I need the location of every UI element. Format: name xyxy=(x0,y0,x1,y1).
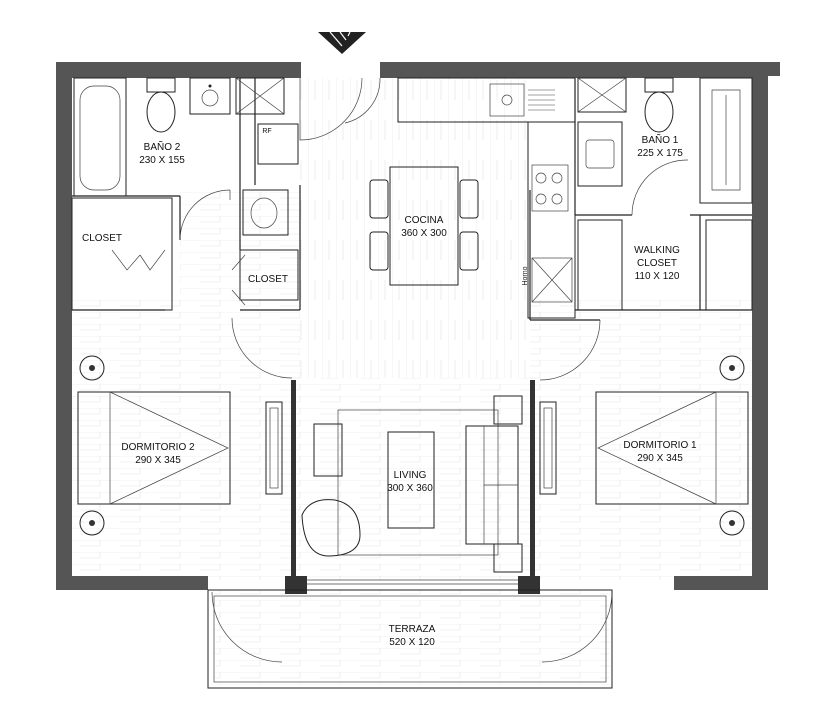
washer xyxy=(242,189,289,236)
terrace-railing xyxy=(207,579,613,689)
walking-closet-shelves xyxy=(577,219,753,311)
fridge xyxy=(257,123,299,165)
fridge-label: RF xyxy=(262,128,271,135)
cocina-size: 360 X 300 xyxy=(401,228,447,239)
entrance-marker xyxy=(318,32,366,54)
bano2-name: BAÑO 2 xyxy=(144,140,181,153)
sofa xyxy=(465,395,523,573)
living-rug xyxy=(337,409,499,556)
terraza-name: TERRAZA xyxy=(389,624,436,635)
dormitorio2-size: 290 X 345 xyxy=(135,455,181,466)
closet-left-name: CLOSET xyxy=(82,233,122,244)
dormitorio1-name: DORMITORIO 1 xyxy=(623,440,697,451)
side-table xyxy=(313,423,343,477)
bed-dormitorio1 xyxy=(595,355,749,536)
closet-left xyxy=(71,197,173,311)
toilet-bano2 xyxy=(146,77,176,133)
bano1-size: 225 X 175 xyxy=(637,148,683,159)
bano1-name: BAÑO 1 xyxy=(642,133,679,146)
closet-mid-name: CLOSET xyxy=(248,274,288,285)
bathtub xyxy=(73,77,127,197)
cocina-name: COCINA xyxy=(405,215,444,226)
terraza-size: 520 X 120 xyxy=(389,637,435,648)
oven xyxy=(531,257,573,303)
shaft-bano1 xyxy=(577,77,627,113)
sink-bano1 xyxy=(577,121,623,187)
toilet-bano1 xyxy=(644,77,674,133)
walking-name2: CLOSET xyxy=(637,258,677,269)
closet-mid xyxy=(231,249,299,306)
coffee-table xyxy=(387,431,435,529)
cooktop xyxy=(531,164,569,212)
tv-panel-right xyxy=(539,401,557,495)
dining-table xyxy=(369,166,479,286)
oven-label: Horno xyxy=(522,266,529,285)
living-size: 300 X 360 xyxy=(387,483,433,494)
walking-name: WALKING xyxy=(634,245,680,256)
kitchen-counter xyxy=(397,77,576,319)
exterior-walls xyxy=(56,62,780,594)
sink-bano2 xyxy=(189,77,231,115)
armchair xyxy=(301,499,361,557)
walking-size: 110 X 120 xyxy=(635,271,680,282)
shower xyxy=(699,77,753,204)
bed-dormitorio2 xyxy=(77,355,231,536)
floor-fill xyxy=(72,78,752,685)
dormitorio2-name: DORMITORIO 2 xyxy=(121,442,195,453)
room-labels: BAÑO 2 230 X 155 CLOSET CLOSET COCINA 36… xyxy=(82,133,697,648)
bano2-size: 230 X 155 xyxy=(139,155,185,166)
tv-panel-left xyxy=(265,401,283,495)
door-swings xyxy=(179,77,689,663)
shaft-bano2 xyxy=(235,77,285,115)
dormitorio1-size: 290 X 345 xyxy=(637,453,683,464)
living-name: LIVING xyxy=(394,470,427,481)
